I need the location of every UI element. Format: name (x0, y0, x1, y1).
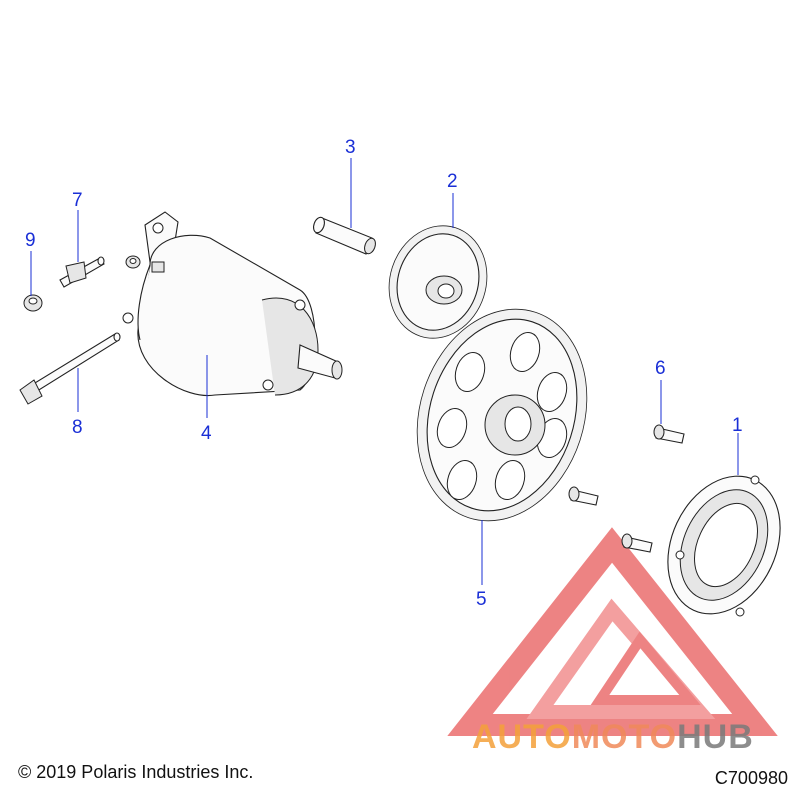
idler-gear-part-2[interactable] (375, 213, 502, 351)
nut-part-9[interactable] (23, 294, 43, 312)
callout-2: 2 (447, 171, 458, 192)
screw-part-6[interactable] (653, 424, 685, 444)
callout-8: 8 (72, 417, 83, 438)
callout-9: 9 (25, 230, 36, 251)
starter-motor-part-4[interactable] (122, 211, 343, 397)
watermark-text: AUTOMOTOHUB (472, 718, 754, 756)
callout-6: 6 (655, 358, 666, 379)
stud-part-7[interactable] (59, 256, 105, 288)
watermark-moto: MOTO (572, 718, 677, 756)
callout-4: 4 (201, 423, 212, 444)
callout-7: 7 (72, 190, 83, 211)
pin-part-3[interactable] (312, 216, 378, 255)
copyright-notice: © 2019 Polaris Industries Inc. (18, 762, 254, 782)
washer[interactable] (125, 255, 141, 269)
one-way-clutch-part-1[interactable] (646, 458, 800, 632)
large-gear-part-5[interactable] (391, 287, 614, 543)
screw-part-6-b[interactable] (568, 486, 599, 506)
callout-3: 3 (345, 137, 356, 158)
callout-1: 1 (732, 415, 743, 436)
callout-5: 5 (476, 589, 487, 610)
drawing-id: C700980 (714, 768, 788, 788)
watermark-auto: AUTO (472, 718, 572, 756)
screw-part-6-c[interactable] (621, 533, 653, 553)
bolt-part-8[interactable] (19, 332, 121, 405)
watermark-logo (447, 527, 778, 736)
watermark-hub: HUB (677, 718, 754, 756)
